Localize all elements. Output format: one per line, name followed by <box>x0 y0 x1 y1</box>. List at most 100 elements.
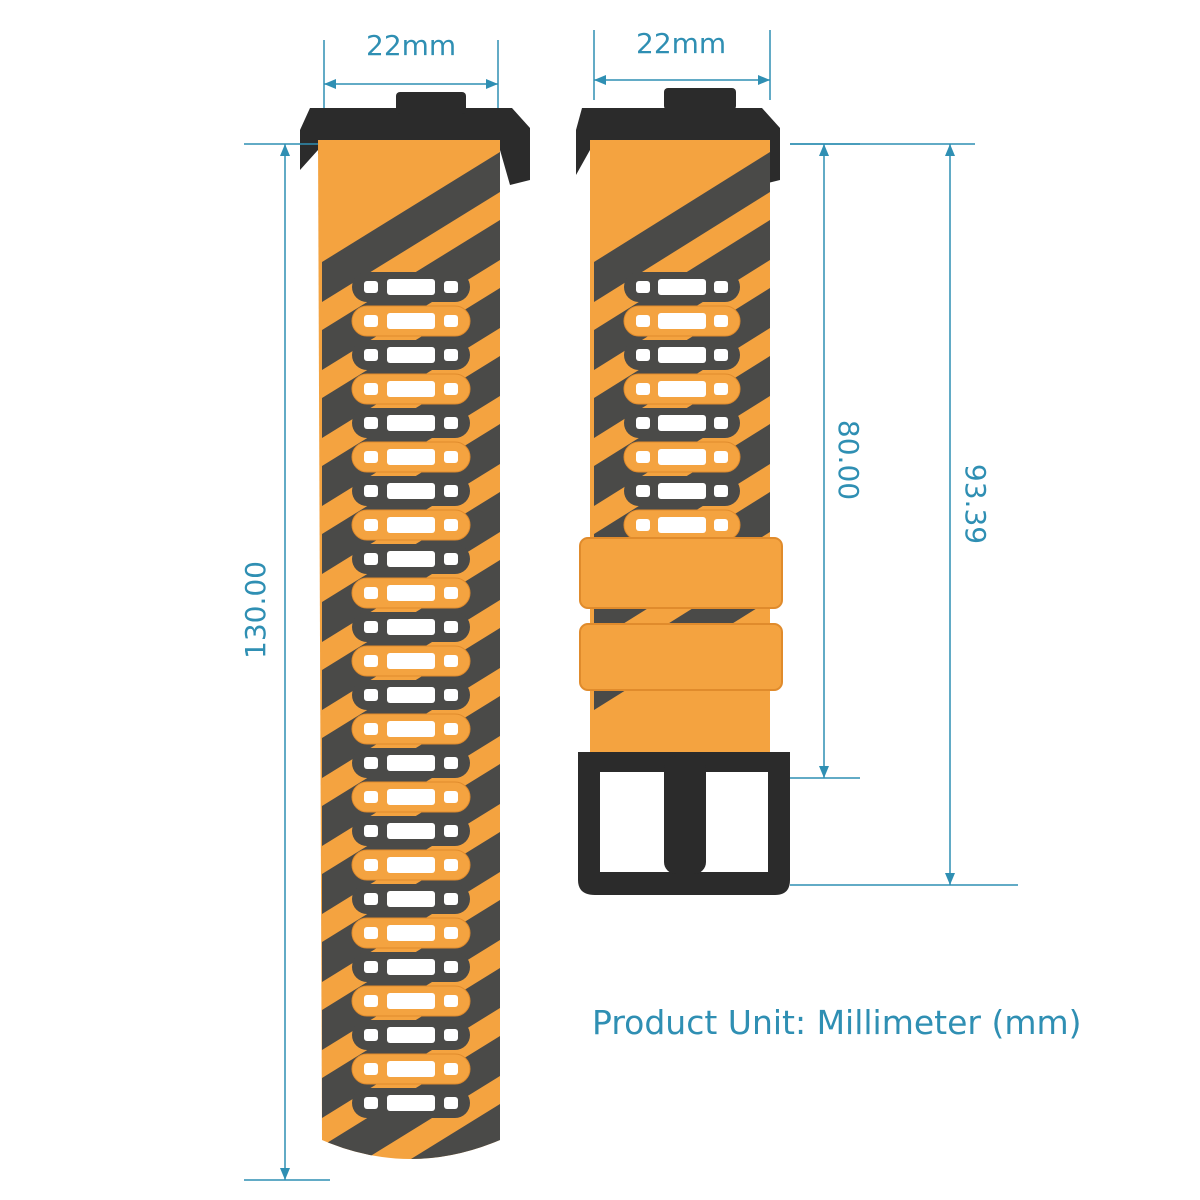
rib-hole <box>364 893 378 905</box>
rib-hole <box>364 281 378 293</box>
rib-slot <box>387 313 435 329</box>
rib-hole <box>636 417 650 429</box>
unit-note: Product Unit: Millimeter (mm) <box>592 1003 1082 1042</box>
rib-slot <box>387 959 435 975</box>
rib-slot <box>387 857 435 873</box>
rib-hole <box>444 383 458 395</box>
rib-hole <box>364 383 378 395</box>
rib-slot <box>387 823 435 839</box>
rib-hole <box>364 519 378 531</box>
rib-hole <box>364 723 378 735</box>
rib-hole <box>714 383 728 395</box>
rib-hole <box>364 757 378 769</box>
rib-hole <box>636 349 650 361</box>
rib-hole <box>364 349 378 361</box>
rib-slot <box>387 721 435 737</box>
right-width-label: 22mm <box>636 27 727 60</box>
rib-hole <box>364 315 378 327</box>
rib-hole <box>444 553 458 565</box>
rib-hole <box>444 791 458 803</box>
rib-hole <box>364 689 378 701</box>
rib-hole <box>636 383 650 395</box>
rib-slot <box>387 415 435 431</box>
rib-hole <box>364 451 378 463</box>
rib-slot <box>658 381 706 397</box>
rib-hole <box>444 281 458 293</box>
rib-hole <box>364 587 378 599</box>
rib-hole <box>364 859 378 871</box>
rib-hole <box>364 791 378 803</box>
rib-hole <box>444 825 458 837</box>
rib-hole <box>364 1029 378 1041</box>
rib-hole <box>364 927 378 939</box>
short-strap-total-length-label: 93.39 <box>959 463 992 545</box>
rib-hole <box>444 927 458 939</box>
long-strap <box>300 92 530 1159</box>
rib-slot <box>387 789 435 805</box>
inlay-band <box>594 152 770 302</box>
dimension-lines <box>244 30 1018 1181</box>
rib-hole <box>444 485 458 497</box>
rib-slot <box>387 483 435 499</box>
keeper-loop-upper <box>579 537 783 609</box>
rib-hole <box>636 281 650 293</box>
long-strap-holes <box>351 272 471 1118</box>
rib-hole <box>714 281 728 293</box>
rib-slot <box>387 449 435 465</box>
rib-slot <box>387 381 435 397</box>
rib-hole <box>364 1063 378 1075</box>
rib-slot <box>658 483 706 499</box>
rib-hole <box>444 1063 458 1075</box>
rib-hole <box>636 451 650 463</box>
rib-hole <box>444 451 458 463</box>
rib-hole <box>636 315 650 327</box>
rib-hole <box>444 519 458 531</box>
rib-hole <box>444 1097 458 1109</box>
rib-slot <box>387 347 435 363</box>
rib-hole <box>444 417 458 429</box>
rib-slot <box>658 347 706 363</box>
rib-hole <box>714 519 728 531</box>
rib-hole <box>364 825 378 837</box>
rib-hole <box>444 757 458 769</box>
rib-slot <box>387 279 435 295</box>
rib-slot <box>658 313 706 329</box>
rib-hole <box>444 723 458 735</box>
rib-hole <box>364 621 378 633</box>
rib-hole <box>364 417 378 429</box>
rib-slot <box>387 619 435 635</box>
rib-slot <box>387 1061 435 1077</box>
rib-hole <box>444 655 458 667</box>
left-width-label: 22mm <box>366 29 457 62</box>
rib-hole <box>444 621 458 633</box>
rib-slot <box>387 687 435 703</box>
rib-hole <box>444 689 458 701</box>
short-strap-holes <box>623 272 741 541</box>
rib-slot <box>387 891 435 907</box>
rib-hole <box>636 519 650 531</box>
rib-hole <box>714 451 728 463</box>
rib-slot <box>387 755 435 771</box>
rib-hole <box>364 1097 378 1109</box>
rib-hole <box>444 349 458 361</box>
rib-hole <box>364 485 378 497</box>
rib-hole <box>444 859 458 871</box>
rib-hole <box>636 485 650 497</box>
rib-slot <box>658 415 706 431</box>
rib-hole <box>444 995 458 1007</box>
rib-slot <box>658 517 706 533</box>
rib-slot <box>387 993 435 1009</box>
rib-slot <box>387 1027 435 1043</box>
rib-hole <box>444 893 458 905</box>
inlay-band <box>322 152 500 302</box>
rib-hole <box>364 961 378 973</box>
rib-hole <box>364 553 378 565</box>
rib-hole <box>444 1029 458 1041</box>
rib-slot <box>387 1095 435 1111</box>
short-strap-loop-length-label: 80.00 <box>832 419 865 501</box>
rib-hole <box>714 417 728 429</box>
rib-slot <box>387 653 435 669</box>
rib-slot <box>387 925 435 941</box>
rib-hole <box>364 995 378 1007</box>
